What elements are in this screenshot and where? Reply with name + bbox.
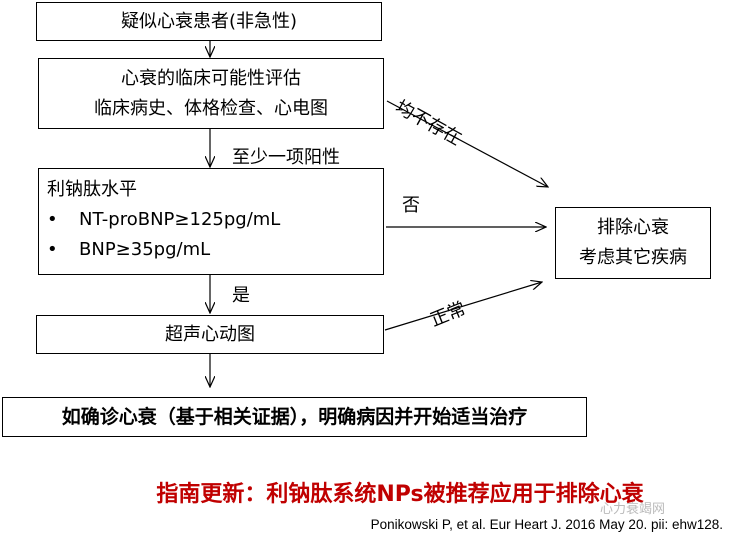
- np-level-box: 利钠肽水平 • NT-proBNP≥125pg/mL • BNP≥35pg/mL: [38, 168, 384, 275]
- arrow-echo-to-exclude: [384, 282, 542, 331]
- clinical-assessment-box: 心衰的临床可能性评估 临床病史、体格检查、心电图: [38, 58, 384, 129]
- citation: Ponikowski P, et al. Eur Heart J. 2016 M…: [370, 517, 723, 532]
- exclude-line2: 考虑其它疾病: [579, 247, 687, 268]
- bullet: •: [47, 209, 58, 230]
- guideline-headline: 指南更新：利钠肽系统NPs被推荐应用于排除心衰: [156, 482, 644, 507]
- exclude-line1: 排除心衰: [597, 217, 669, 238]
- label-no: 否: [402, 195, 420, 216]
- bullet: •: [47, 239, 58, 260]
- label-yes: 是: [232, 285, 250, 306]
- watermark: 心力衰竭网: [600, 502, 666, 517]
- np-item-text: NT-proBNP≥125pg/mL: [79, 209, 281, 230]
- label-at-least-one-positive: 至少一项阳性: [232, 147, 340, 168]
- np-level-title: 利钠肽水平: [47, 179, 137, 200]
- assessment-line1: 心衰的临床可能性评估: [121, 67, 301, 89]
- suspected-hf-text: 疑似心衰患者(非急性): [120, 10, 298, 32]
- assessment-line2: 临床病史、体格检查、心电图: [94, 97, 328, 119]
- np-item-text: BNP≥35pg/mL: [79, 239, 211, 260]
- arrow-assessment-to-exclude: [386, 100, 548, 187]
- echo-box: 超声心动图: [36, 315, 384, 354]
- suspected-hf-box: 疑似心衰患者(非急性): [36, 2, 382, 41]
- exclude-hf-box: 排除心衰 考虑其它疾病: [555, 207, 711, 279]
- confirm-hf-text: 如确诊心衰（基于相关证据），明确病因并开始适当治疗: [61, 406, 528, 428]
- np-item: • NT-proBNP≥125pg/mL: [47, 205, 383, 235]
- np-item: • BNP≥35pg/mL: [47, 235, 383, 265]
- confirm-hf-box: 如确诊心衰（基于相关证据），明确病因并开始适当治疗: [2, 397, 587, 437]
- echo-text: 超声心动图: [165, 323, 255, 345]
